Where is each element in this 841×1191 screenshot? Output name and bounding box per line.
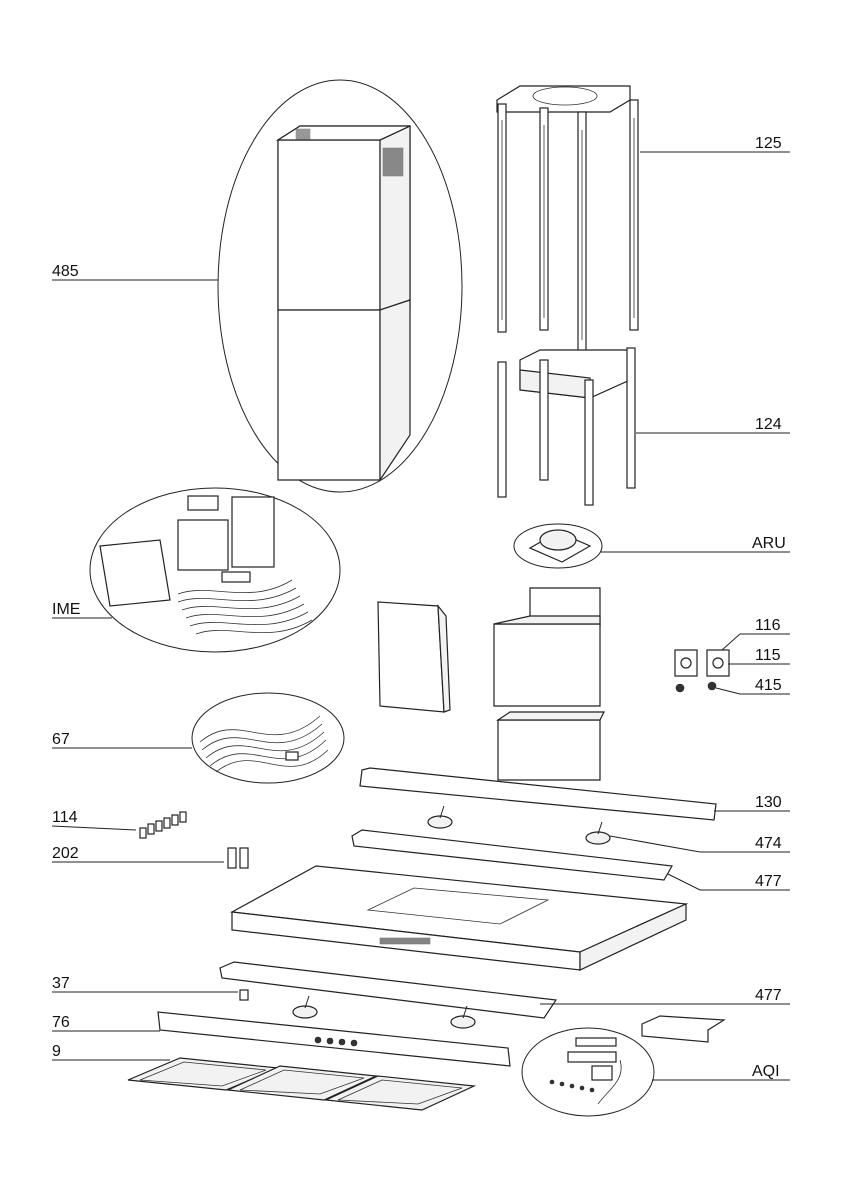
callout-477-top: 477: [668, 873, 790, 890]
callout-ARU: ARU: [600, 535, 790, 552]
part-125-upper-frame: [497, 86, 638, 352]
part-474-lamps: [428, 806, 610, 844]
callout-AQI: AQI: [652, 1063, 790, 1080]
callout-124: 124: [636, 416, 790, 433]
label-114: 114: [52, 809, 78, 826]
part-116-115-415-switch-blocks: [675, 650, 729, 692]
label-37: 37: [52, 975, 70, 992]
part-IME-electrical-kit: [90, 488, 340, 652]
label-125: 125: [755, 135, 782, 152]
callout-474: 474: [610, 835, 790, 852]
label-ARU: ARU: [752, 535, 786, 552]
callout-415: 415: [716, 677, 790, 694]
callout-76: 76: [52, 1014, 160, 1031]
label-IME: IME: [52, 601, 80, 618]
callout-485: 485: [52, 263, 218, 280]
label-115: 115: [755, 647, 781, 664]
callout-125: 125: [640, 135, 790, 152]
callout-37: 37: [52, 975, 238, 992]
part-114-clips: [140, 812, 186, 838]
part-477-upper-lamp-plate: [352, 830, 672, 880]
callout-477-bottom: 477: [540, 987, 790, 1004]
callout-67: 67: [52, 731, 192, 748]
label-130: 130: [755, 794, 782, 811]
part-202-brackets: [228, 848, 248, 868]
label-67: 67: [52, 731, 70, 748]
part-9-grease-filters: [128, 1058, 474, 1110]
part-main-canopy: [232, 866, 686, 970]
part-485-chimney-covers: [218, 80, 462, 492]
callout-202: 202: [52, 845, 224, 862]
label-485: 485: [52, 263, 79, 280]
part-67-cable-harness: [192, 693, 344, 783]
label-474: 474: [755, 835, 782, 852]
part-ARU-connector: [514, 524, 602, 568]
label-76: 76: [52, 1014, 70, 1031]
label-202: 202: [52, 845, 79, 862]
part-37-button: [240, 990, 248, 1000]
label-477-bottom: 477: [755, 987, 782, 1004]
callout-IME: IME: [52, 601, 112, 618]
callout-130: 130: [714, 794, 790, 811]
label-AQI: AQI: [752, 1063, 780, 1080]
callout-115: 115: [728, 647, 790, 664]
part-477-lower-plate: [220, 962, 556, 1018]
part-124-lower-frame: [498, 348, 635, 505]
part-filter-box: [498, 712, 604, 780]
label-477-top: 477: [755, 873, 782, 890]
label-116: 116: [755, 617, 781, 634]
label-9: 9: [52, 1043, 61, 1060]
label-415: 415: [755, 677, 782, 694]
label-124: 124: [755, 416, 782, 433]
part-motor-housing-panel: [378, 602, 450, 712]
part-motor-box: [494, 588, 600, 706]
part-AQI-kit: [522, 1016, 724, 1116]
callout-9: 9: [52, 1043, 170, 1060]
callout-114: 114: [52, 809, 136, 830]
callout-116: 116: [722, 617, 790, 650]
